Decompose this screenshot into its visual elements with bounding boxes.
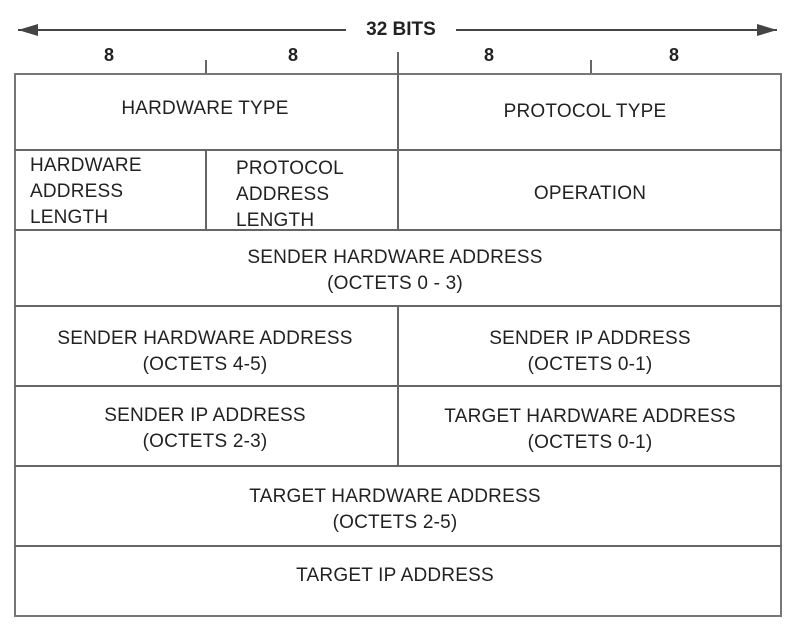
col-line-row2-left: [205, 150, 207, 230]
target-hardware-address-octets-2-5: TARGET HARDWARE ADDRESS (OCTETS 2-5): [190, 484, 600, 536]
sender-ip-address-2-3-line-2: (OCTETS 2-3): [142, 431, 268, 452]
protocol-address-length-line-3: LENGTH: [236, 210, 315, 231]
target-ip-address-field: TARGET IP ADDRESS: [296, 565, 494, 586]
target-hardware-address-2-5-line-1: TARGET HARDWARE ADDRESS: [249, 486, 541, 507]
top-tick-left: [205, 60, 207, 74]
hardware-address-length-field: HARDWARE ADDRESS LENGTH: [30, 153, 190, 231]
byte-label-1: 8: [103, 45, 114, 65]
sender-hardware-address-octets-0-3: SENDER HARDWARE ADDRESS (OCTETS 0 - 3): [140, 245, 650, 297]
operation-field: OPERATION: [533, 183, 647, 204]
hardware-address-length-line-1: HARDWARE: [30, 155, 142, 176]
top-tick-center: [397, 52, 399, 74]
target-hardware-address-2-5-line-2: (OCTETS 2-5): [332, 512, 458, 533]
protocol-address-length-field: PROTOCOL ADDRESS LENGTH: [236, 156, 386, 234]
target-hardware-address-0-1-line-1: TARGET HARDWARE ADDRESS: [444, 406, 736, 427]
sender-ip-address-octets-0-1: SENDER IP ADDRESS (OCTETS 0-1): [420, 326, 760, 378]
sender-hardware-address-0-3-line-2: (OCTETS 0 - 3): [327, 273, 463, 294]
sender-ip-address-0-1-line-2: (OCTETS 0-1): [527, 354, 653, 375]
protocol-address-length-line-1: PROTOCOL: [236, 158, 344, 179]
protocol-address-length-line-2: ADDRESS: [236, 184, 330, 205]
sender-hardware-address-0-3-line-1: SENDER HARDWARE ADDRESS: [247, 247, 543, 268]
target-hardware-address-0-1-line-2: (OCTETS 0-1): [527, 432, 653, 453]
sender-hardware-address-4-5-line-2: (OCTETS 4-5): [142, 354, 268, 375]
col-line-row1: [397, 73, 399, 150]
byte-label-3: 8: [483, 45, 494, 65]
top-tick-right: [590, 60, 592, 74]
hardware-address-length-line-3: LENGTH: [30, 207, 109, 228]
sender-ip-address-0-1-line-1: SENDER IP ADDRESS: [489, 328, 691, 349]
row-line-6: [14, 545, 782, 547]
protocol-type-field: PROTOCOL TYPE: [503, 101, 667, 122]
bit-width-title: 32 BITS: [346, 19, 456, 41]
col-line-row5: [397, 386, 399, 466]
row-line-5: [14, 465, 782, 467]
row-line-2: [14, 229, 782, 231]
bit-width-arrow: [18, 24, 777, 36]
target-hardware-address-octets-0-1: TARGET HARDWARE ADDRESS (OCTETS 0-1): [405, 404, 775, 456]
sender-ip-address-octets-2-3: SENDER IP ADDRESS (OCTETS 2-3): [40, 403, 370, 455]
col-line-row2-right: [397, 150, 399, 230]
hardware-address-length-line-2: ADDRESS: [30, 181, 124, 202]
byte-label-4: 8: [668, 45, 679, 65]
sender-ip-address-2-3-line-1: SENDER IP ADDRESS: [104, 405, 306, 426]
byte-label-2: 8: [287, 45, 298, 65]
col-line-row4: [397, 306, 399, 386]
hardware-type-field: HARDWARE TYPE: [121, 98, 289, 119]
sender-hardware-address-4-5-line-1: SENDER HARDWARE ADDRESS: [57, 328, 353, 349]
sender-hardware-address-octets-4-5: SENDER HARDWARE ADDRESS (OCTETS 4-5): [20, 326, 390, 378]
